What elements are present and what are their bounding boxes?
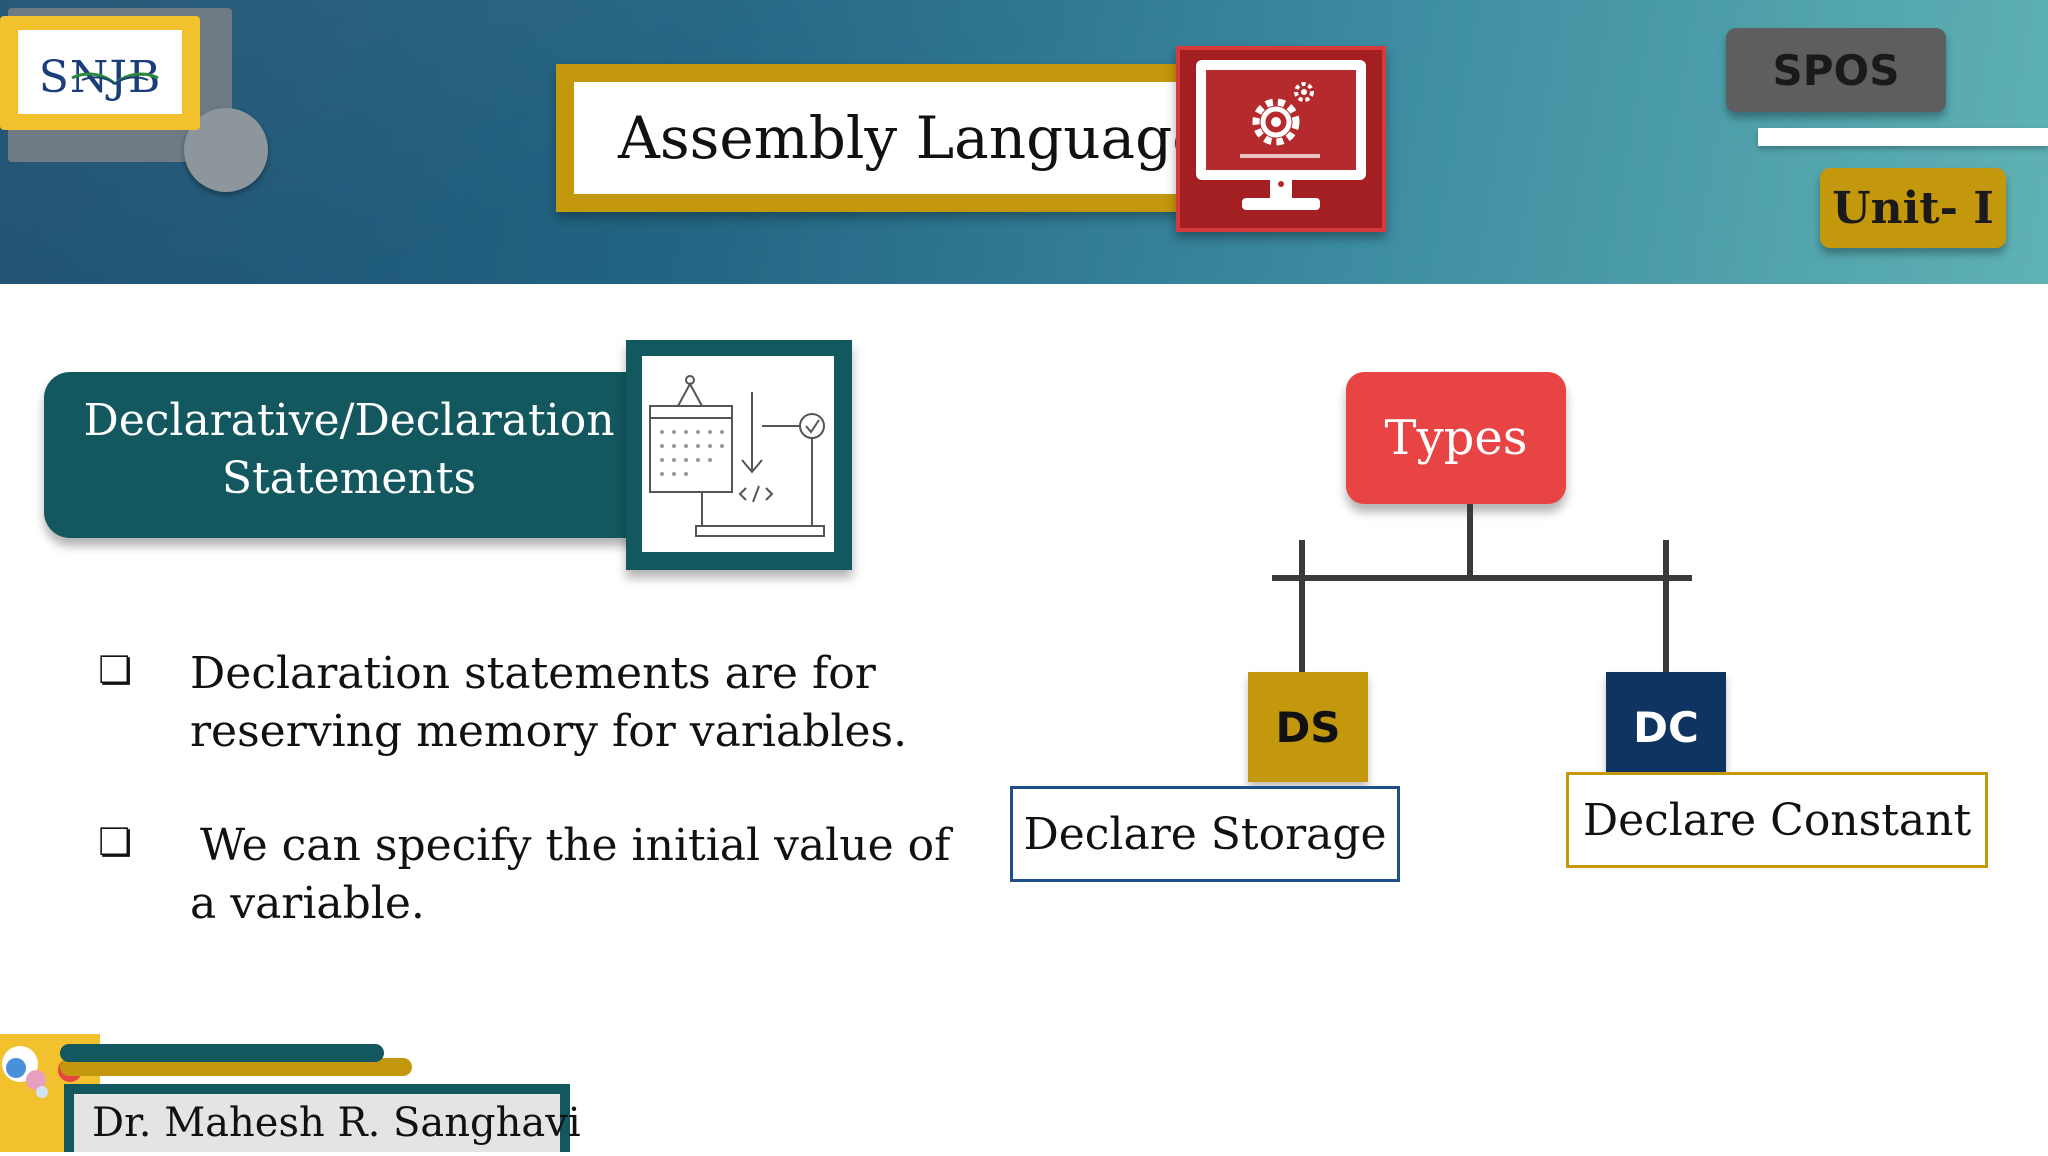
declare-constant-label: Declare Constant (1582, 794, 1972, 846)
declare-constant-box: Declare Constant (1566, 772, 1988, 868)
monitor-gear-icon (1176, 46, 1386, 232)
monitor-icon-graphic (1196, 60, 1366, 210)
declare-storage-label: Declare Storage (1023, 808, 1387, 860)
book-leaf-icon (71, 72, 159, 86)
unit-tag: Unit- I (1820, 168, 2006, 248)
bullet-item: We can specify the initial value of a va… (190, 817, 950, 933)
title-panel: Assembly Language (574, 82, 1207, 194)
course-tag-label: SPOS (1772, 45, 1900, 95)
section-title-line1: Declarative/Declaration (83, 395, 615, 446)
section-title: Declarative/Declaration Statements (54, 392, 644, 508)
code-deploy-illustration (649, 375, 825, 537)
logo: SNJB (18, 30, 182, 114)
course-tag: SPOS (1726, 28, 1946, 112)
declare-storage-box: Declare Storage (1010, 786, 1400, 882)
bullet-line: a variable. (190, 878, 425, 929)
types-node: Types (1346, 372, 1566, 504)
page-title: Assembly Language (618, 104, 1207, 172)
footer-bar-gold (60, 1058, 412, 1076)
header-divider (1758, 128, 2048, 146)
section-title-banner (44, 372, 644, 538)
bullet-line: reserving memory for variables. (190, 706, 908, 757)
section-title-line2: Statements (221, 453, 477, 504)
unit-tag-label: Unit- I (1832, 182, 1994, 234)
bullet-line: Declaration statements are for (190, 648, 876, 699)
ds-node-label: DS (1275, 702, 1341, 752)
checkbox-bullet-icon: ❏ (98, 648, 133, 692)
checkbox-bullet-icon: ❏ (98, 820, 133, 864)
author-name: Dr. Mahesh R. Sanghavi (92, 1100, 581, 1146)
bullet-line: We can specify the initial value of (200, 820, 951, 871)
types-node-label: Types (1384, 410, 1528, 466)
ds-node: DS (1248, 672, 1368, 782)
dc-node: DC (1606, 672, 1726, 782)
gear-icon (1252, 98, 1300, 146)
tree-connector-lines (1272, 504, 1692, 672)
code-deploy-icon (642, 356, 834, 552)
dc-node-label: DC (1633, 702, 1699, 752)
author-box: Dr. Mahesh R. Sanghavi (74, 1094, 581, 1152)
bullet-item: Declaration statements are for reserving… (190, 645, 907, 761)
footer-bar-teal (60, 1044, 384, 1062)
